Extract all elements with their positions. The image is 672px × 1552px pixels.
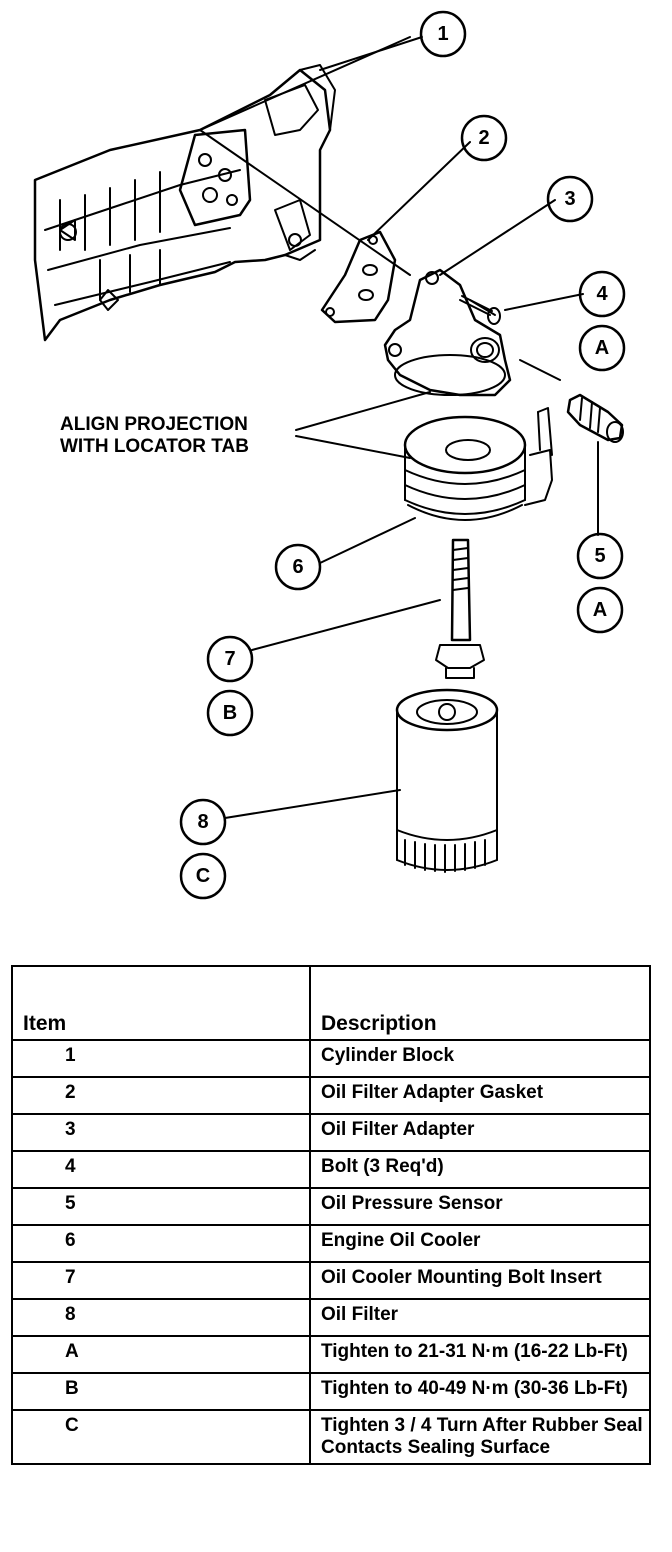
callout-5: 5: [594, 545, 605, 567]
description-cell: Cylinder Block: [309, 1039, 651, 1078]
leader-lines: [199, 36, 599, 819]
cylinder-block-drawing: [33, 64, 336, 342]
callout-4: 4: [596, 283, 608, 305]
mounting-bolt-insert-drawing: [435, 538, 485, 679]
description-cell: Oil Filter Adapter Gasket: [309, 1076, 651, 1115]
item-cell: 2: [11, 1076, 311, 1115]
table-header-row: Item Description: [11, 965, 651, 1041]
description-cell: Bolt (3 Req'd): [309, 1150, 651, 1189]
description-cell: Engine Oil Cooler: [309, 1224, 651, 1263]
description-cell: Oil Pressure Sensor: [309, 1187, 651, 1226]
description-cell: Oil Filter: [309, 1298, 651, 1337]
description-cell: Oil Filter Adapter: [309, 1113, 651, 1152]
callout-7: 7: [224, 648, 235, 670]
align-label-line1: ALIGN PROJECTION: [60, 414, 248, 435]
item-cell: 5: [11, 1187, 311, 1226]
item-cell: A: [11, 1335, 311, 1374]
item-column-header: Item: [11, 965, 311, 1041]
callout-8: 8: [197, 811, 208, 833]
adapter-gasket-drawing: [320, 230, 397, 324]
engine-oil-cooler-drawing: [403, 407, 553, 521]
oil-pressure-sensor-drawing: [566, 393, 624, 443]
item-cell: 8: [11, 1298, 311, 1337]
callout-1: 1: [437, 23, 448, 45]
item-cell: C: [11, 1409, 311, 1465]
description-cell: Tighten 3 / 4 Turn After Rubber Seal Con…: [309, 1409, 651, 1465]
callout-circles: [179, 10, 626, 900]
description-cell: Tighten to 21-31 N·m (16-22 Lb-Ft): [309, 1335, 651, 1374]
callout-6: 6: [292, 556, 303, 578]
item-cell: 3: [11, 1113, 311, 1152]
exploded-view-diagram: 1 2 3 4 A 5 A 6 7 B 8 C ALIGN PROJECTION…: [33, 10, 626, 900]
callout-3: 3: [564, 188, 575, 210]
item-cell: 1: [11, 1039, 311, 1078]
callout-a-top: A: [595, 337, 609, 359]
description-column-header: Description: [309, 965, 651, 1041]
description-cell: Tighten to 40-49 N·m (30-36 Lb-Ft): [309, 1372, 651, 1411]
oil-filter-adapter-drawing: [383, 268, 512, 397]
item-cell: 7: [11, 1261, 311, 1300]
callout-b: B: [223, 702, 237, 724]
align-label-line2: WITH LOCATOR TAB: [60, 436, 249, 457]
callout-c: C: [196, 865, 210, 887]
item-cell: 6: [11, 1224, 311, 1263]
oil-filter-drawing: [395, 688, 499, 873]
callout-a-bottom: A: [593, 599, 607, 621]
description-cell: Oil Cooler Mounting Bolt Insert: [309, 1261, 651, 1300]
callout-2: 2: [478, 127, 489, 149]
item-cell: 4: [11, 1150, 311, 1189]
item-cell: B: [11, 1372, 311, 1411]
